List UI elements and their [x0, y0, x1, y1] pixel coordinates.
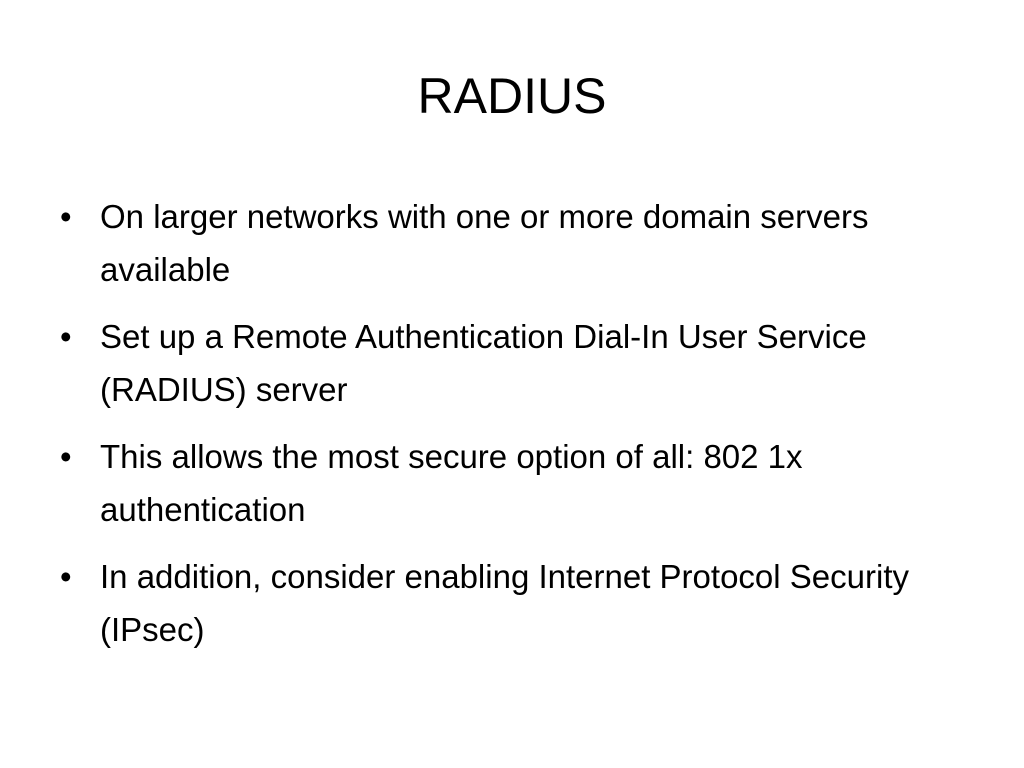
bullet-text: This allows the most secure option of al…: [100, 438, 803, 528]
slide-title: RADIUS: [417, 68, 607, 124]
bullet-dot-icon: •: [60, 558, 72, 595]
bullet-item: • On larger networks with one or more do…: [58, 190, 958, 296]
bullet-list: • On larger networks with one or more do…: [58, 190, 958, 670]
bullet-text: In addition, consider enabling Internet …: [100, 558, 909, 648]
bullet-dot-icon: •: [60, 198, 72, 235]
bullet-dot-icon: •: [60, 318, 72, 355]
bullet-item: • Set up a Remote Authentication Dial-In…: [58, 310, 958, 416]
bullet-text: On larger networks with one or more doma…: [100, 198, 869, 288]
bullet-dot-icon: •: [60, 438, 72, 475]
bullet-text: Set up a Remote Authentication Dial-In U…: [100, 318, 867, 408]
bullet-item: • In addition, consider enabling Interne…: [58, 550, 958, 656]
bullet-item: • This allows the most secure option of …: [58, 430, 958, 536]
